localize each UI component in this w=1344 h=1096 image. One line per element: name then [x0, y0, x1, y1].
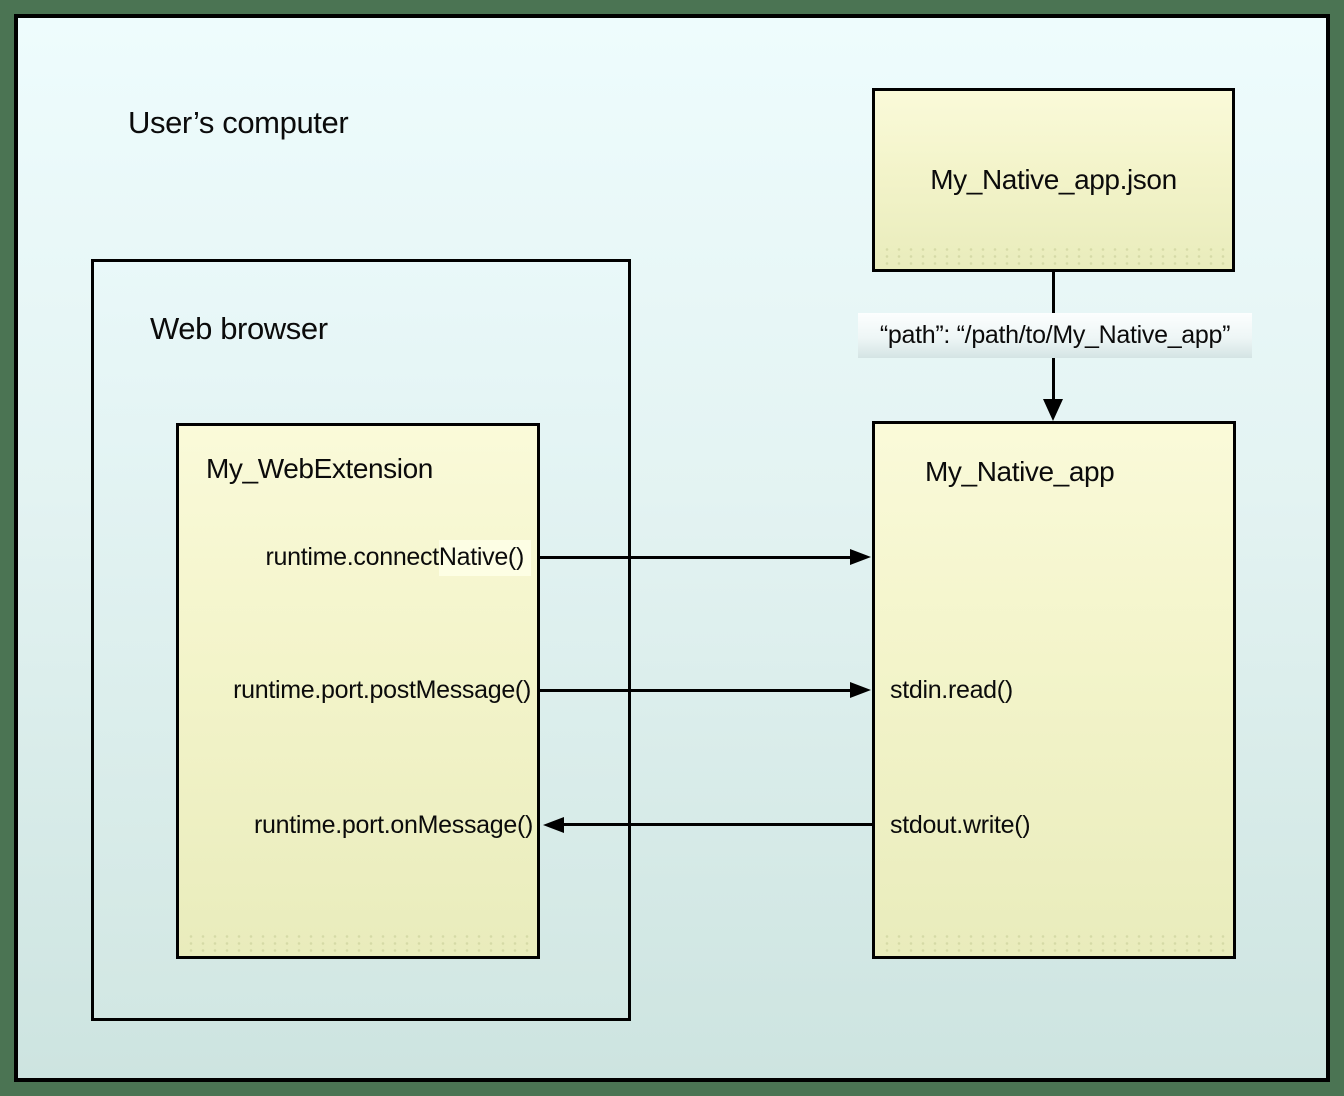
web-browser-label: Web browser: [150, 311, 328, 346]
native-app-json-title: My_Native_app.json: [930, 164, 1177, 195]
arrow-head-down-icon: [1043, 399, 1063, 421]
method-on-message: runtime.port.onMessage(): [253, 811, 533, 839]
method-stdout-write: stdout.write(): [890, 811, 1031, 839]
method-connect-native: runtime.connectNative(): [180, 540, 531, 576]
native-app-json-box: My_Native_app.json: [872, 88, 1235, 272]
arrow-line: [563, 823, 872, 826]
arrow-head-right-icon: [850, 682, 871, 698]
webextension-title: My_WebExtension: [206, 453, 433, 484]
connect-native-highlight: Native(): [438, 540, 531, 576]
arrow-head-right-icon: [850, 549, 871, 565]
native-app-title: My_Native_app: [925, 456, 1115, 487]
webextension-box: [176, 423, 540, 959]
path-label-band: “path”: “/path/to/My_Native_app”: [858, 313, 1252, 358]
users-computer-label: User’s computer: [128, 105, 349, 140]
arrow-head-left-icon: [543, 817, 564, 833]
connect-native-prefix: runtime.connect: [265, 543, 440, 571]
path-label-text: “path”: “/path/to/My_Native_app”: [879, 321, 1231, 349]
method-post-message: runtime.port.postMessage(): [233, 676, 531, 704]
native-app-box: [872, 421, 1236, 959]
arrow-line: [540, 689, 852, 692]
arrow-line: [540, 556, 852, 559]
method-stdin-read: stdin.read(): [890, 676, 1013, 704]
